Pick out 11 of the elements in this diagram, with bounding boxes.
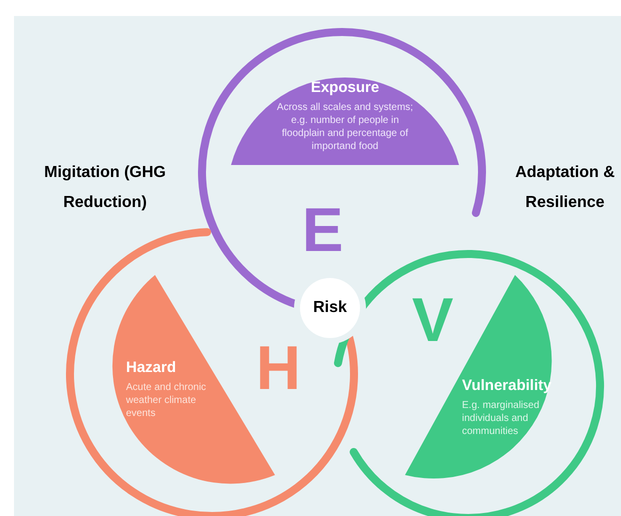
side-label: Migitation (GHG Reduction) — [43, 163, 167, 213]
letter-label: V — [412, 286, 454, 356]
description: E.g. marginalised individuals and communities — [462, 399, 540, 438]
heading: Exposure — [310, 78, 380, 98]
side-label: Adaptation & Resilience — [514, 163, 616, 213]
letter-label: H — [256, 334, 301, 404]
node-label: Risk — [313, 298, 347, 318]
heading: Hazard — [126, 358, 176, 378]
description: Acute and chronic weather climate events — [126, 381, 208, 420]
letter-label: E — [302, 196, 344, 266]
description: Across all scales and systems; e.g. number of people in floodplain and percentage of importand food — [276, 101, 414, 153]
